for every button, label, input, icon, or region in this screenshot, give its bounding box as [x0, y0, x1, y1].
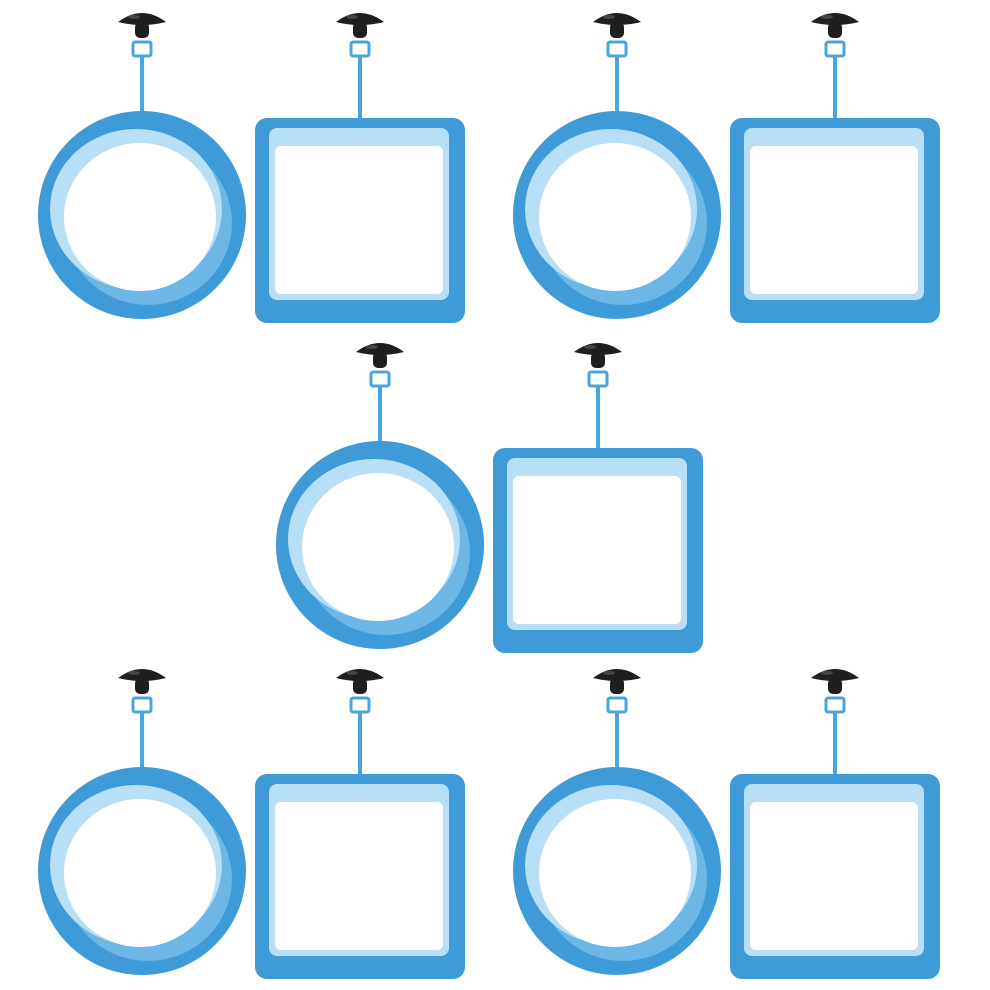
hanger-clip	[606, 40, 628, 58]
circle-ring-opening	[539, 143, 691, 291]
circle-feeding-ring	[513, 13, 721, 319]
suction-cup-stem	[610, 678, 624, 694]
suction-cup-stem	[591, 352, 605, 368]
suction-cup-stem	[135, 678, 149, 694]
hanger-strap	[833, 56, 837, 122]
suction-cup-highlight	[821, 15, 833, 19]
hanger-clip	[606, 696, 628, 714]
hanger-clip	[587, 370, 609, 388]
hanger-clip	[824, 40, 846, 58]
square-ring-opening	[750, 802, 918, 950]
circle-ring-opening	[539, 799, 691, 947]
suction-cup-highlight	[603, 15, 615, 19]
square-feeding-ring	[255, 669, 465, 979]
feeding-ring-pair	[513, 13, 940, 323]
feeding-ring-pair	[38, 13, 465, 323]
circle-ring-opening	[64, 143, 216, 291]
hanger-clip	[824, 696, 846, 714]
circle-feeding-ring	[38, 13, 246, 319]
suction-cup-stem	[828, 678, 842, 694]
hanger-strap	[596, 386, 600, 452]
square-feeding-ring	[255, 13, 465, 323]
suction-cup-stem	[828, 22, 842, 38]
hanger-clip	[349, 40, 371, 58]
hanger-clip	[131, 40, 153, 58]
suction-cup-highlight	[366, 345, 378, 349]
square-feeding-ring	[730, 669, 940, 979]
feeding-ring-pair	[38, 669, 465, 979]
hanger-clip	[369, 370, 391, 388]
suction-cup-stem	[353, 678, 367, 694]
circle-feeding-ring	[276, 343, 484, 649]
suction-cup-highlight	[821, 671, 833, 675]
hanger-strap	[358, 56, 362, 122]
suction-cup-highlight	[346, 15, 358, 19]
circle-feeding-ring	[513, 669, 721, 975]
circle-ring-opening	[302, 473, 454, 621]
square-ring-opening	[275, 802, 443, 950]
hanger-clip	[349, 696, 371, 714]
hanger-strap	[140, 56, 144, 115]
hanger-strap	[615, 56, 619, 115]
suction-cup-stem	[373, 352, 387, 368]
feeding-ring-pair	[513, 669, 940, 979]
suction-cup-stem	[610, 22, 624, 38]
circle-ring-opening	[64, 799, 216, 947]
square-ring-opening	[750, 146, 918, 294]
suction-cup-highlight	[584, 345, 596, 349]
hanger-strap	[615, 712, 619, 771]
square-feeding-ring	[493, 343, 703, 653]
hanger-clip	[131, 696, 153, 714]
hanger-strap	[358, 712, 362, 778]
square-ring-opening	[275, 146, 443, 294]
square-ring-opening	[513, 476, 681, 624]
suction-cup-highlight	[346, 671, 358, 675]
hanger-strap	[140, 712, 144, 771]
square-feeding-ring	[730, 13, 940, 323]
suction-cup-stem	[135, 22, 149, 38]
feeding-ring-pair	[276, 343, 703, 653]
suction-cup-stem	[353, 22, 367, 38]
hanger-strap	[378, 386, 382, 445]
suction-cup-highlight	[603, 671, 615, 675]
circle-feeding-ring	[38, 669, 246, 975]
suction-cup-highlight	[128, 15, 140, 19]
hanger-strap	[833, 712, 837, 778]
suction-cup-highlight	[128, 671, 140, 675]
